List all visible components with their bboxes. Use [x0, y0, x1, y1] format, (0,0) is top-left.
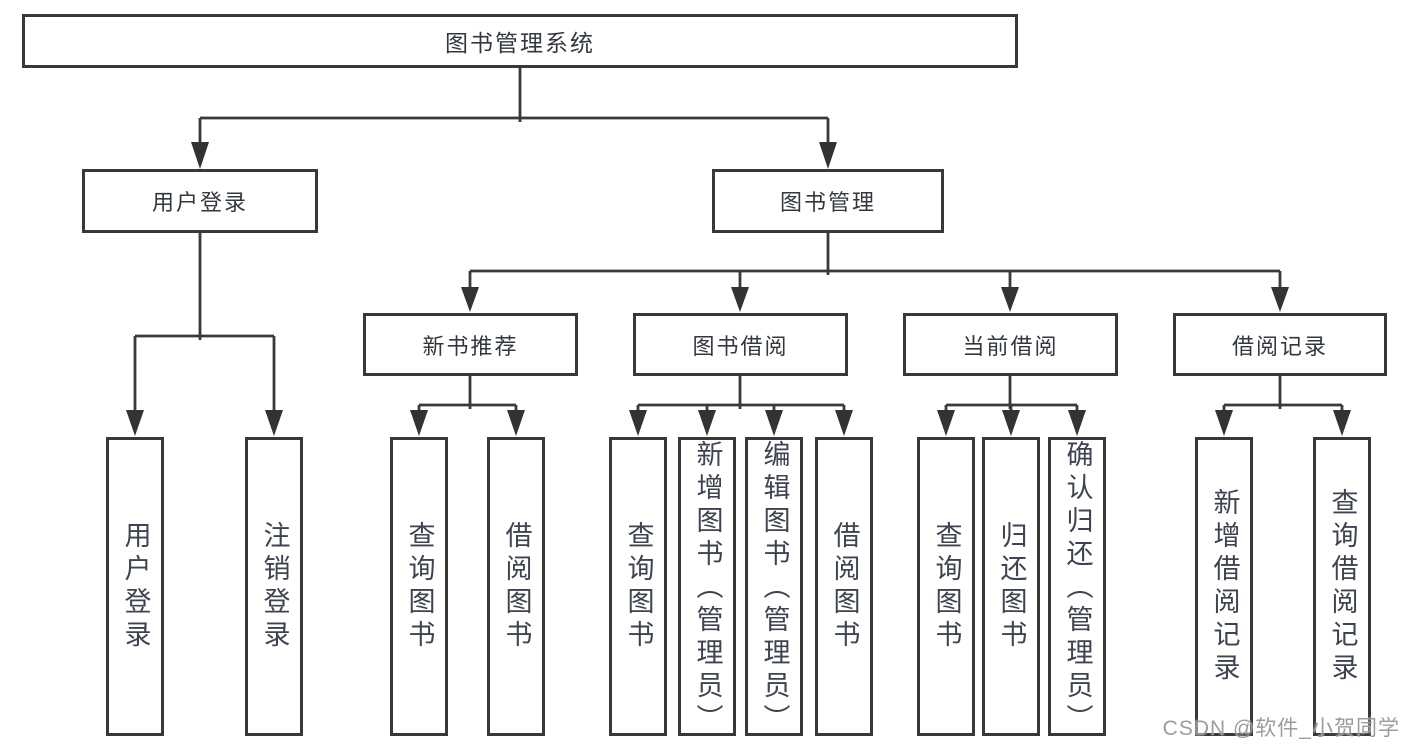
arrowheads — [126, 142, 1351, 436]
arrowhead-icon — [1215, 410, 1233, 436]
leaf-logout: 注销登录 — [245, 437, 303, 736]
connector-records-to-leaves — [1222, 376, 1344, 414]
leaf-records-add-record: 新增借阅记录 — [1195, 437, 1253, 736]
node-label: 用户登录 — [151, 190, 248, 215]
node-label: 查询图书 — [404, 520, 435, 653]
connector-book-management-to-level3 — [468, 233, 1282, 291]
node-label: 借阅图书 — [829, 520, 860, 653]
leaf-current-query-books: 查询图书 — [917, 437, 975, 736]
node-library-management-system: 图书管理系统 — [22, 14, 1018, 68]
connector-book-borrow-to-leaves — [636, 376, 846, 414]
node-label: 归还图书 — [996, 520, 1027, 653]
node-label: 查询借阅记录 — [1327, 487, 1358, 686]
arrowhead-icon — [1002, 410, 1020, 436]
leaf-recommend-borrow-books: 借阅图书 — [487, 437, 545, 736]
leaf-current-confirm-return-admin: 确认归还（管理员） — [1048, 437, 1106, 737]
arrowhead-icon — [461, 287, 479, 312]
node-label: 新增借阅记录 — [1209, 487, 1240, 686]
arrowhead-icon — [835, 410, 853, 436]
leaf-records-query-record: 查询借阅记录 — [1313, 437, 1371, 736]
node-current-borrowing: 当前借阅 — [903, 313, 1118, 376]
arrowhead-icon — [731, 287, 749, 312]
arrowhead-icon — [1068, 410, 1086, 436]
node-book-management: 图书管理 — [712, 169, 944, 233]
node-label: 当前借阅 — [962, 333, 1059, 359]
arrowhead-icon — [410, 410, 428, 436]
node-label: 确认归还（管理员） — [1062, 440, 1093, 737]
arrowhead-icon — [126, 410, 144, 436]
node-borrowing-records: 借阅记录 — [1173, 313, 1387, 376]
leaf-borrow-borrow-books: 借阅图书 — [815, 437, 873, 736]
node-label: 用户登录 — [120, 520, 151, 653]
node-label: 图书管理 — [779, 190, 876, 215]
node-new-book-recommendation: 新书推荐 — [363, 313, 578, 376]
node-book-borrowing: 图书借阅 — [633, 313, 848, 376]
node-user-login: 用户登录 — [82, 169, 318, 233]
arrowhead-icon — [265, 410, 283, 436]
connector-new-book-to-leaves — [417, 376, 518, 414]
arrowhead-icon — [1001, 287, 1019, 312]
leaf-current-return-books: 归还图书 — [982, 437, 1040, 736]
leaf-borrow-edit-books-admin: 编辑图书（管理员） — [745, 437, 803, 737]
node-label: 新增图书（管理员） — [692, 440, 723, 737]
node-label: 图书借阅 — [692, 333, 789, 359]
node-label: 注销登录 — [259, 520, 290, 653]
arrowhead-icon — [629, 410, 647, 436]
connector-paths — [133, 68, 1344, 414]
connector-root-to-level2 — [198, 68, 830, 144]
node-label: 查询图书 — [623, 520, 654, 653]
node-label: 编辑图书（管理员） — [759, 440, 790, 737]
node-label: 图书管理系统 — [445, 30, 595, 56]
connector-current-borrow-to-leaves — [944, 376, 1079, 414]
connector-user-login-to-leaves — [133, 233, 276, 413]
node-label: 借阅图书 — [501, 520, 532, 653]
leaf-user-login: 用户登录 — [106, 437, 164, 736]
arrowhead-icon — [698, 410, 716, 436]
arrowhead-icon — [1333, 410, 1351, 436]
arrowhead-icon — [1271, 287, 1289, 312]
leaf-recommend-query-books: 查询图书 — [390, 437, 448, 736]
node-label: 新书推荐 — [422, 333, 519, 359]
arrowhead-icon — [507, 410, 525, 436]
node-label: 借阅记录 — [1231, 333, 1328, 359]
node-label: 查询图书 — [931, 520, 962, 653]
csdn-watermark: CSDN @软件_小贺同学 — [1162, 717, 1400, 740]
leaf-borrow-add-books-admin: 新增图书（管理员） — [678, 437, 736, 737]
arrowhead-icon — [819, 142, 837, 169]
arrowhead-icon — [765, 410, 783, 436]
arrowhead-icon — [191, 142, 209, 169]
leaf-borrow-query-books: 查询图书 — [609, 437, 667, 736]
arrowhead-icon — [937, 410, 955, 436]
